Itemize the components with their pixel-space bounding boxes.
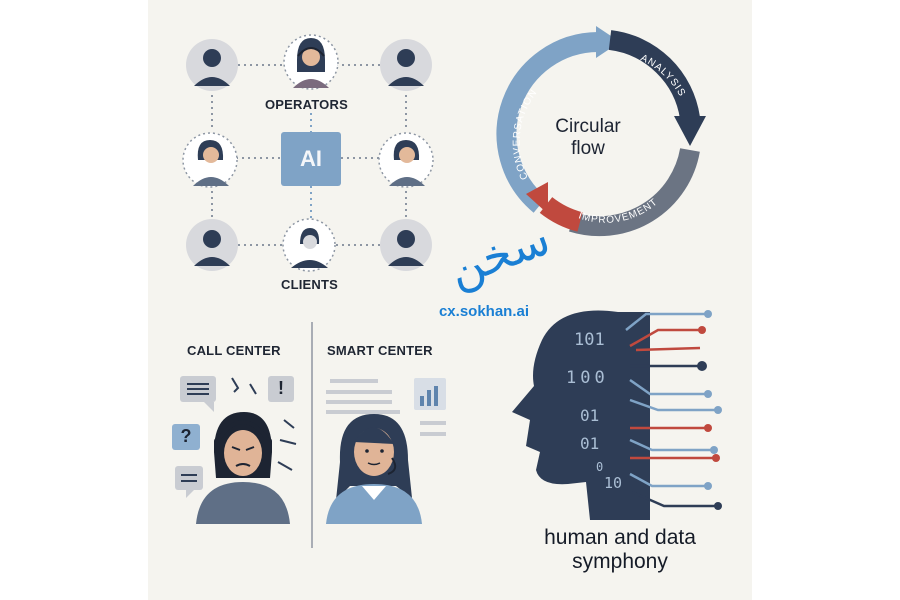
binary-row: 01 [580,406,600,425]
binary-row: 101 [574,330,605,350]
exclamation-mark: ! [278,378,284,398]
lines-bubble-icon [180,376,216,412]
brand-site[interactable]: cx.sokhan.ai [438,303,530,320]
exclamation-bubble-icon [268,376,294,402]
human-data-caption: human and data symphony [544,526,696,573]
conversation-arc [496,32,599,213]
binary-row: 10 [604,474,623,492]
operator-avatar-1 [186,39,238,91]
comparison-divider [311,322,313,548]
question-mark: ? [180,426,192,446]
client-avatar-3 [380,219,432,271]
call-center-label: CALL CENTER [187,343,281,358]
stressed-operator [196,412,290,524]
clients-label: CLIENTS [281,277,339,292]
question-bubble-icon [172,424,200,450]
binary-row: 100 [566,368,609,388]
bar-chart-icon [414,378,446,410]
stress-mark-icon [277,419,297,471]
operator-avatar-3 [380,39,432,91]
head-silhouette [512,310,650,520]
improvement-arc [569,148,700,237]
cycle-center-title: Circular flow [555,116,621,159]
binary-row: 01 [580,434,600,453]
calm-operator [326,414,422,524]
analysis-arrowhead [674,116,706,146]
stress-mark-icon [249,383,257,395]
operator-avatar-4 [182,132,238,188]
ai-node: AI [281,132,341,186]
equals-bubble-icon [175,466,203,498]
analysis-arc [608,30,700,120]
operator-avatar-5 [378,132,434,188]
conversation-arrowhead [596,26,620,58]
circuit-node-icon [697,310,722,510]
network-links [211,64,407,246]
operators-label: OPERATORS [265,97,348,112]
client-avatar-1 [186,219,238,271]
operator-avatar-2 [283,34,339,90]
client-avatar-2 [282,218,336,272]
return-arrowhead [526,182,548,214]
smart-center-label: SMART CENTER [327,343,433,358]
circuit-lines [625,312,716,508]
text-lines-icon [326,379,446,436]
stress-mark-icon [231,377,240,393]
binary-row: 0 [596,460,604,474]
